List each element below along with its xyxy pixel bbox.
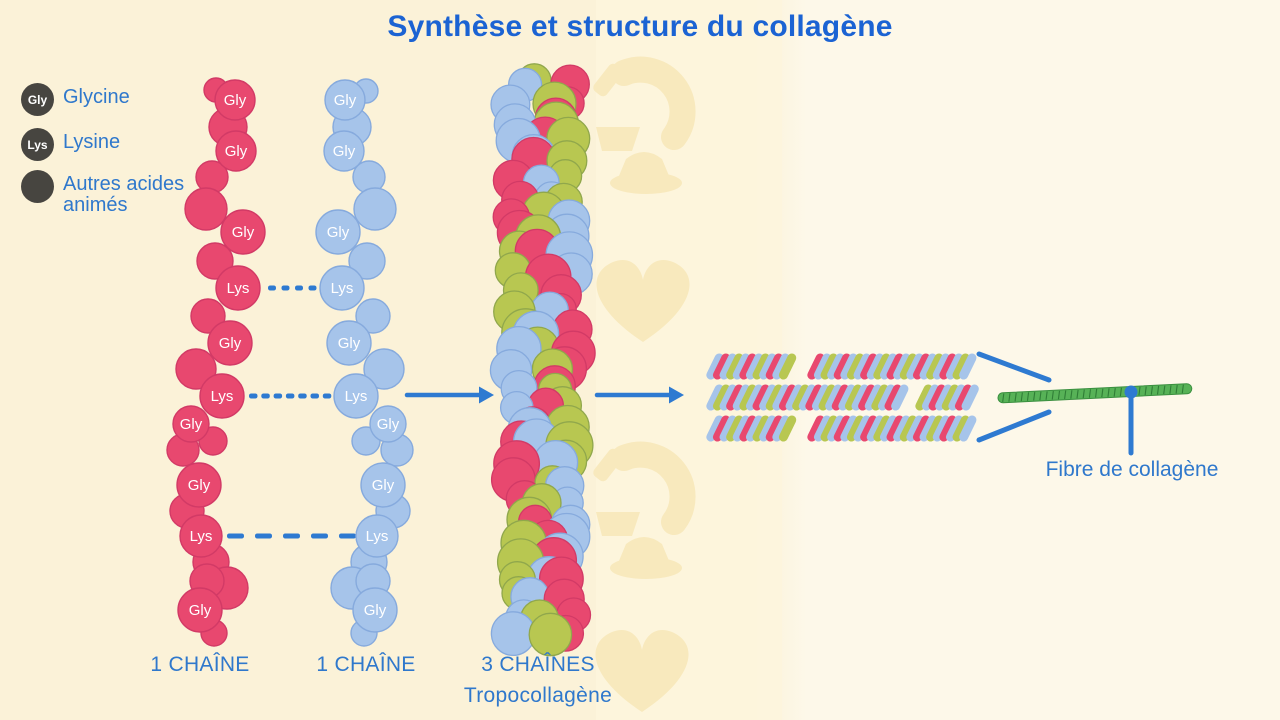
amino-acid-bead-labeled — [215, 130, 257, 172]
legend-label-line1: Autres acides — [63, 173, 185, 195]
amino-acid-bead — [353, 187, 397, 231]
arrow-right-icon-2 — [594, 386, 684, 404]
page-title: Synthèse et structure du collagène — [387, 10, 893, 43]
amino-acid-bead-labeled — [319, 265, 365, 311]
fibril-bundle — [706, 353, 979, 442]
triple-helix-tropocollagen — [489, 63, 596, 657]
amino-acid-bead-labeled — [315, 209, 361, 255]
amino-acid-bead-labeled — [352, 587, 398, 633]
bead-label: Gly — [338, 335, 361, 352]
amino-acid-bead-labeled — [207, 320, 253, 366]
lys-bond-dashes-top — [268, 285, 317, 291]
amino-acid-bead-labeled — [360, 462, 406, 508]
amino-acid-bead-labeled — [333, 373, 379, 419]
bead-label: Lys — [227, 280, 250, 297]
fibril-segment — [915, 384, 979, 411]
zoom-bracket-lines — [976, 351, 1052, 443]
microscope-watermark-icon — [593, 441, 696, 579]
fibril-segment — [706, 384, 909, 411]
helix-caption-line2: Tropocollagène — [463, 684, 613, 707]
lys-bond-dashes-bottom — [227, 533, 356, 539]
bead-label: Gly — [219, 335, 242, 352]
amino-acid-bead-labeled — [355, 514, 399, 558]
collagen-fiber-label: Fibre de collagène — [1045, 458, 1219, 481]
glycine-badge-icon: Gly — [21, 83, 54, 116]
amino-acid-bead — [184, 187, 228, 231]
amino-acid-bead — [196, 242, 234, 280]
bead-label: Lys — [345, 388, 368, 405]
lysine-badge-icon: Lys — [21, 128, 54, 161]
amino-acid-bead-labeled — [199, 373, 245, 419]
amino-acid-bead-labeled — [172, 405, 210, 443]
amino-acid-bead-labeled — [214, 79, 256, 121]
amino-acid-bead-labeled — [220, 209, 266, 255]
microscope-watermark-icon — [593, 56, 696, 194]
bead-label: Gly — [372, 477, 395, 494]
amino-acid-bead — [190, 298, 226, 334]
bead-label: Lys — [366, 528, 389, 545]
amino-acid-bead-labeled — [177, 587, 223, 633]
amino-acid-bead — [363, 348, 405, 390]
legend-label-line2: animés — [63, 194, 128, 216]
legend-label-glycine: Glycine — [63, 86, 130, 108]
bead-label: Gly — [364, 602, 387, 619]
bead-label: Gly — [327, 224, 350, 241]
other-amino-acid-badge-icon — [21, 170, 54, 203]
bead-label: Gly — [377, 416, 400, 433]
amino-acid-bead-labeled — [326, 320, 372, 366]
bead-label: Gly — [224, 92, 247, 109]
bead-label: Gly — [188, 477, 211, 494]
chain1-caption: 1 CHAÎNE — [150, 653, 250, 676]
bead-label: Gly — [334, 92, 357, 109]
amino-acid-bead — [175, 348, 217, 390]
helix-bead — [490, 611, 536, 657]
bead-label: Gly — [333, 143, 356, 160]
amino-acid-bead-labeled — [323, 130, 365, 172]
collagen-fiber — [997, 383, 1193, 404]
amino-acid-bead-labeled — [176, 462, 222, 508]
bead-label: Lys — [331, 280, 354, 297]
helix-bead — [528, 612, 573, 657]
bead-label: Lys — [190, 528, 213, 545]
lys-bond-dashes-middle — [249, 393, 332, 399]
fibril-segment — [807, 415, 977, 442]
amino-acid-bead-labeled — [324, 79, 366, 121]
bead-label: Gly — [225, 143, 248, 160]
fibril-segment — [706, 353, 797, 380]
amino-acid-bead-labeled — [369, 405, 407, 443]
bead-label: Gly — [232, 224, 255, 241]
amino-acid-bead — [348, 242, 386, 280]
bead-label: Gly — [189, 602, 212, 619]
chain2-caption: 1 CHAÎNE — [316, 653, 416, 676]
legend-item-lysine: Lys Lysine — [21, 128, 120, 161]
helix-caption-line1: 3 CHAÎNES — [481, 653, 595, 676]
fiber-leader-line — [1124, 385, 1138, 456]
amino-acid-bead-labeled — [179, 514, 223, 558]
bead-label: Gly — [180, 416, 203, 433]
legend-item-glycine: Gly Glycine — [21, 83, 130, 116]
amino-acid-bead — [355, 298, 391, 334]
arrow-right-icon-1 — [404, 386, 494, 404]
heart-watermark-icon — [595, 630, 689, 712]
fibril-segment — [807, 353, 977, 380]
fibril-segment — [706, 415, 797, 442]
bead-label: Lys — [211, 388, 234, 405]
heart-watermark-icon — [596, 260, 690, 342]
legend-label-lysine: Lysine — [63, 131, 121, 153]
amino-acid-bead-labeled — [215, 265, 261, 311]
